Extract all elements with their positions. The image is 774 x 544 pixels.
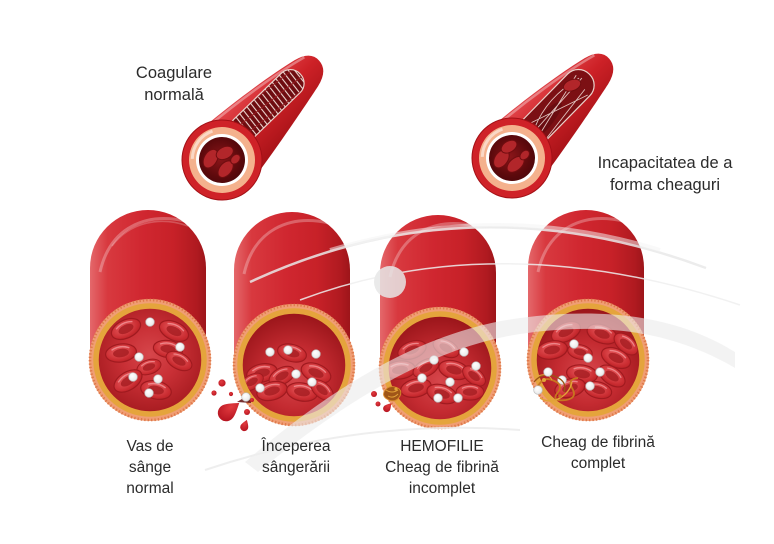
incomplete-clot [383,386,402,402]
blood-drops [371,391,394,414]
vessel-complete-clot [526,210,650,422]
label-line: Începerea [261,438,331,455]
label-line: sângerării [261,459,331,476]
normal-clot-vessel [181,55,324,201]
bleeding-site [237,392,251,403]
vessel-bleeding-start [211,212,356,433]
label-complete-clot: Cheag de fibrină complet [520,432,676,474]
label-line: Cheag de fibrină [541,434,655,451]
watermark [204,223,741,472]
label-no-clot: Incapacitatea de a forma cheaguri [560,152,770,196]
vessel-hemophilia-incomplete-clot [371,215,502,430]
vessel-cross-section [181,119,263,201]
label-line: HEMOFILIE [400,438,484,455]
label-line: complet [570,455,626,472]
label-line: Incapacitatea de a [597,154,733,172]
label-line: normal [126,480,174,497]
blood-drops [211,379,254,433]
no-clot-vessel [471,53,614,199]
vessel-cross-section [471,117,553,199]
label-normal-coagulation: Coagulare normală [118,62,230,106]
label-line: Cheag de fibrină [385,459,499,476]
label-line: Coagulare [135,64,213,82]
label-line: normală [144,86,204,104]
complete-clot [533,367,579,402]
label-vessel-normal: Vas de sânge normal [98,436,202,499]
label-line: sânge [128,459,172,476]
label-line: incomplet [408,480,476,497]
label-line: forma cheaguri [609,176,721,194]
vessel-normal [88,210,212,422]
label-line: Vas de [126,438,174,455]
label-bleeding-start: Începerea sângerării [234,436,358,478]
label-hemophilia: HEMOFILIE Cheag de fibrină incomplet [367,436,517,499]
